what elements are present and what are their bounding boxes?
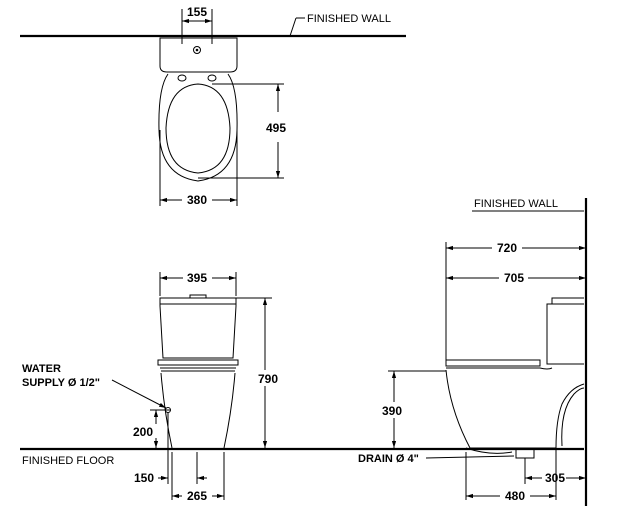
bowl-front	[160, 372, 236, 449]
tank-plan	[159, 37, 238, 73]
dim-265-label: 265	[187, 489, 207, 503]
tank-front	[159, 297, 237, 359]
dim-705-label: 705	[504, 271, 524, 285]
water-supply-leader	[111, 379, 167, 409]
seat-front	[157, 359, 239, 366]
dim-305-label: 305	[545, 471, 565, 485]
seat-side	[445, 359, 541, 367]
dim-720-label: 720	[497, 241, 517, 255]
dim-380-label: 380	[187, 193, 207, 207]
tank-side	[546, 297, 584, 365]
water-supply-label-line2: SUPPLY Ø 1/2"	[22, 377, 100, 389]
dim-395-label: 395	[187, 271, 207, 285]
bowl-side-rear-curve	[561, 387, 585, 447]
bowl-plan-outer	[158, 73, 238, 182]
finished-floor-label: FINISHED FLOOR	[22, 455, 114, 467]
drain-curve	[465, 447, 513, 454]
seat-side-lower	[446, 367, 553, 370]
finished-wall-label-side: FINISHED WALL	[474, 198, 558, 210]
dim-155-label: 155	[187, 5, 207, 19]
dim-200-label: 200	[133, 425, 153, 439]
bowl-side	[445, 369, 585, 449]
wall-leader-top	[289, 17, 297, 37]
front-view: 395 790 WATER SUPPLY Ø 1/2" 200 150 265	[22, 271, 278, 503]
top-view: FINISHED WALL 155 495 380	[20, 5, 406, 207]
dim-790-label: 790	[258, 372, 278, 386]
water-inlet-icon	[193, 46, 201, 54]
seat-hinge-right-icon	[207, 74, 217, 82]
dim-495-label: 495	[266, 121, 286, 135]
water-supply-label-line1: WATER	[22, 363, 61, 375]
seat-plan	[165, 83, 231, 174]
dim-390-label: 390	[382, 404, 402, 418]
finished-wall-label-top: FINISHED WALL	[307, 13, 391, 25]
drain-label: DRAIN Ø 4"	[358, 453, 419, 465]
flush-button-icon	[189, 294, 207, 299]
seat-hinge-left-icon	[177, 74, 187, 82]
drain-leader	[425, 455, 515, 459]
dim-150-label: 150	[134, 471, 154, 485]
side-view: FINISHED WALL 720 705 390 DRAIN Ø 4"	[358, 198, 588, 506]
dim-480-label: 480	[505, 489, 525, 503]
water-inlet-dot	[195, 48, 199, 52]
